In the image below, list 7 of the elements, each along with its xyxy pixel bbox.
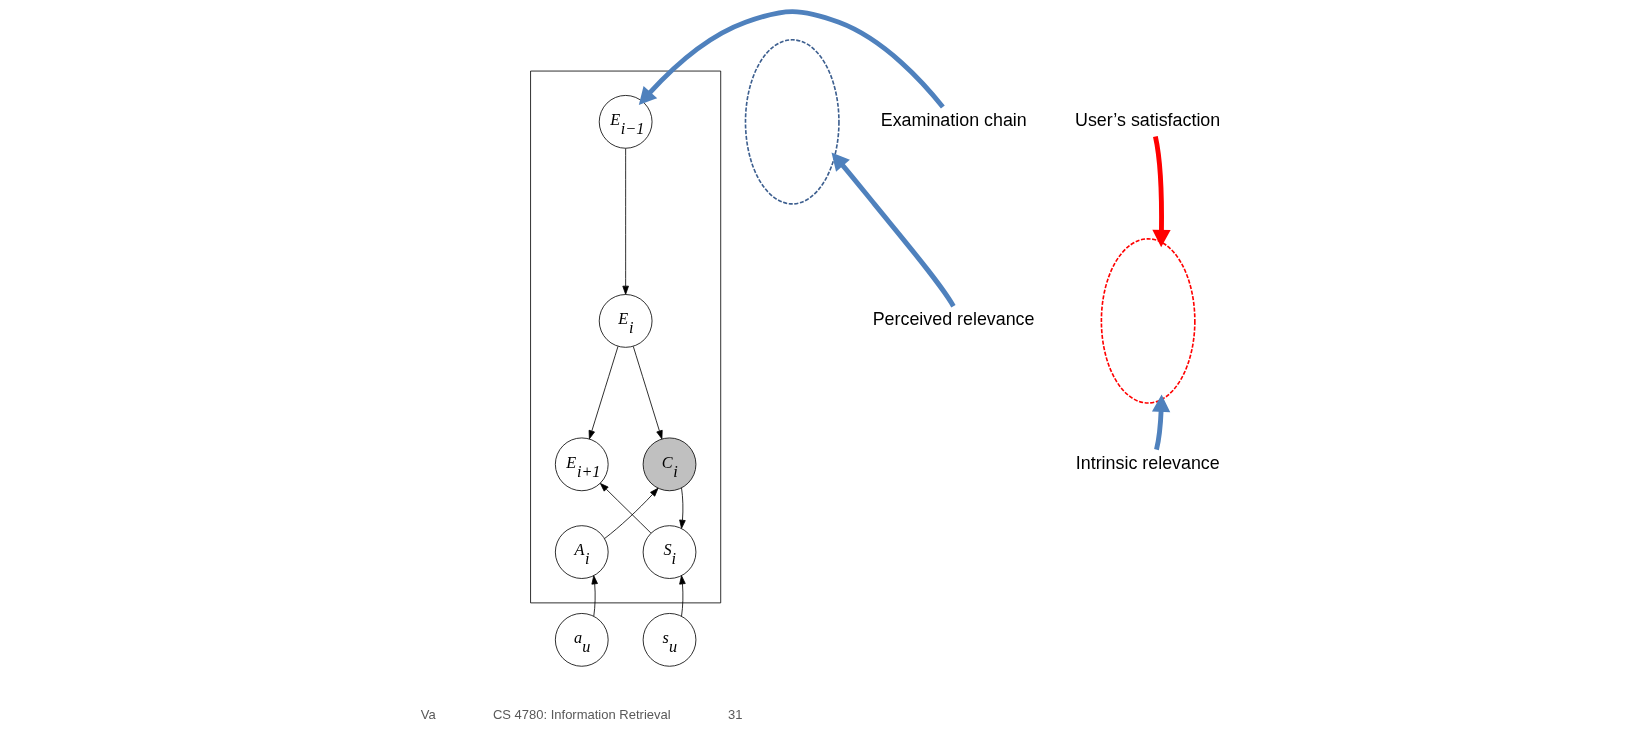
node-text: Examination chain — [880, 110, 1027, 131]
node-text: Intrinsic relevance — [1075, 452, 1220, 473]
node-text: User’s satisfaction — [1074, 110, 1221, 131]
label: 31 — [728, 706, 743, 722]
node-text: Perceived relevance — [872, 309, 1035, 330]
label: Va — [420, 706, 436, 722]
label: CS 4780: Information Retrieval — [492, 706, 671, 722]
